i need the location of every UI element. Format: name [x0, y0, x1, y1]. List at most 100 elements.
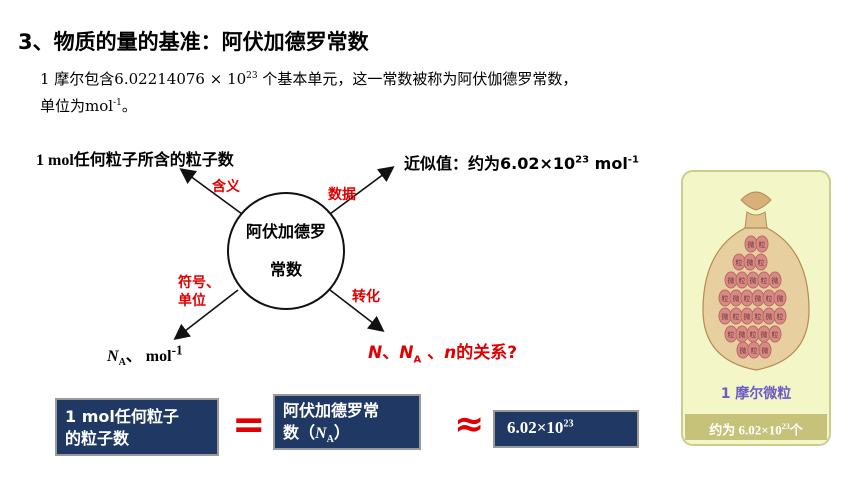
tag-symbol-line2: 单位: [178, 293, 206, 309]
bag-bead-label: 粒: [739, 276, 746, 285]
symbol-unit-text: 、 mol: [125, 348, 172, 365]
intro-paragraph: 1 摩尔包含6.02214076 × 1023 个基本单元，这一常数被称为阿伏伽…: [40, 64, 577, 118]
box3-text: 6.02×10: [507, 418, 564, 437]
relation-N: N: [368, 343, 383, 363]
arrow-data: [329, 166, 395, 215]
bag-bead-label: 粒: [751, 346, 758, 355]
bag-bead-label: 粒: [744, 294, 751, 303]
bag-bead-label: 微: [739, 330, 746, 339]
page-title: 3、物质的量的基准：阿伏加德罗常数: [18, 30, 369, 54]
relation-NA: N: [399, 343, 414, 363]
bag-bead-label: 粒: [772, 330, 779, 339]
tag-symbol-line1: 符号、: [178, 275, 220, 291]
bag-bead-label: 粒: [722, 294, 729, 303]
bag-beads: 微粒粒微粒微粒微粒微粒微粒微粒微微粒微粒微粒粒微粒微粒微粒微: [718, 235, 787, 359]
approx-unit: mol: [589, 154, 628, 173]
bag-bead-label: 粒: [733, 312, 740, 321]
meaning-label: 1 mol任何粒子所含的粒子数: [36, 152, 234, 169]
box-particle-count: 1 mol任何粒子 的粒子数: [55, 398, 219, 456]
bag-bead-label: 微: [761, 330, 768, 339]
relation-sep-1: 、: [382, 343, 400, 363]
relation-sep-2: 、: [421, 343, 445, 363]
bag-bead: [755, 235, 769, 253]
intro-line1-rest: 个基本单元，这一常数被称为阿伏伽德罗常数，: [257, 70, 578, 88]
box-avogadro-constant: 阿伏加德罗常 数（NA）: [273, 394, 421, 450]
bag-bead: [768, 271, 782, 289]
approx-exponent: 23: [575, 154, 590, 166]
bag-sub-exponent: 23: [781, 422, 790, 431]
bag-bead-label: 微: [733, 294, 740, 303]
tag-meaning: 含义: [212, 179, 240, 195]
bag-bead-label: 粒: [736, 258, 743, 267]
bag-bead-label: 微: [762, 346, 769, 355]
bag-bead-label: 粒: [761, 276, 768, 285]
bag-neck: [744, 211, 768, 231]
bag-bead-label: 粒: [777, 312, 784, 321]
intro-line-2: 单位为mol-1。: [40, 91, 577, 118]
box1-line-1: 1 mol任何粒子: [65, 407, 179, 426]
intro-exponent: 23: [246, 71, 258, 81]
relation-question: N、NA 、n的关系?: [368, 338, 517, 365]
box2-line-2: 数（NA）: [283, 422, 411, 451]
box-approx-value: 6.02×1023: [493, 410, 639, 448]
bag-bead-label: 微: [744, 312, 751, 321]
bag-bead: [754, 253, 768, 271]
bag-bead-label: 微: [766, 312, 773, 321]
symbol-unit-label: NA、 mol-1: [107, 342, 183, 369]
bag-bead-label: 粒: [766, 294, 773, 303]
box2-line-1: 阿伏加德罗常: [283, 401, 380, 420]
symbol-unit-exponent: -1: [171, 342, 183, 358]
circle-line-1: 阿伏加德罗: [245, 222, 326, 241]
arrow-conversion: [329, 289, 385, 332]
tag-conversion: 转化: [352, 289, 380, 305]
bag-bead: [773, 307, 787, 325]
bag-sub-text: 约为 6.02×10: [709, 422, 782, 438]
bag-bead-label: 微: [755, 294, 762, 303]
intro-line2-text: 单位为mol: [40, 97, 114, 115]
relation-NA-sub: A: [413, 354, 422, 366]
bag-bead-label: 粒: [750, 330, 757, 339]
bag-bead-label: 微: [722, 312, 729, 321]
box3-exponent: 23: [563, 418, 574, 430]
intro-line1-text: 1 摩尔包含6.02214076 × 10: [40, 70, 247, 88]
bag-bead-label: 微: [748, 240, 755, 249]
approx-value-text: 近似值：约为6.02×10: [404, 154, 576, 173]
bag-bead-label: 微: [747, 258, 754, 267]
symbol-sub-A: A: [118, 357, 126, 369]
equals-sign: =: [232, 402, 266, 448]
approx-value-label: 近似值：约为6.02×1023 mol-1: [404, 150, 639, 174]
relation-text: 的关系?: [456, 343, 518, 363]
particle-bag-illustration: 微粒粒微粒微粒微粒微粒微粒微粒微微粒微粒微粒粒微粒微粒微粒微: [702, 191, 810, 371]
box2-sub: A: [326, 434, 334, 446]
intro-line-1: 1 摩尔包含6.02214076 × 1023 个基本单元，这一常数被称为阿伏伽…: [40, 64, 577, 91]
arrow-meaning: [179, 168, 243, 215]
bag-knot: [740, 191, 772, 211]
box2-N: N: [315, 425, 327, 442]
bag-bead: [773, 289, 787, 307]
box1-line-2: 的粒子数: [65, 429, 130, 448]
avogadro-circle: 阿伏加德罗 常数: [227, 192, 345, 310]
bag-bead-label: 微: [740, 346, 747, 355]
approx-sign: ≈: [454, 404, 485, 445]
bag-bead-label: 微: [772, 276, 779, 285]
relation-n: n: [444, 343, 457, 363]
approx-unit-exponent: -1: [627, 154, 639, 166]
bag-bead-label: 微: [750, 276, 757, 285]
tag-symbol-unit: 符号、 单位: [178, 274, 220, 310]
symbol-N: N: [107, 348, 119, 365]
tag-data: 数据: [328, 187, 356, 203]
circle-line-2: 常数: [269, 260, 302, 279]
box2-line2-post: ）: [333, 423, 350, 442]
bag-sub-unit: 个: [789, 422, 803, 438]
bag-bead-label: 粒: [728, 330, 735, 339]
box2-line2-pre: 数（: [283, 423, 316, 442]
bag-bead-label: 粒: [758, 258, 765, 267]
intro-unit-exponent: -1: [113, 98, 122, 108]
bag-bead-label: 微: [777, 294, 784, 303]
bag-bead-label: 粒: [759, 240, 766, 249]
bag-bead-label: 微: [728, 276, 735, 285]
bag-sub-caption: 约为 6.02×1023个: [685, 414, 827, 440]
bag-bead-label: 粒: [755, 312, 762, 321]
bag-caption: 1 摩尔微粒: [720, 386, 792, 402]
